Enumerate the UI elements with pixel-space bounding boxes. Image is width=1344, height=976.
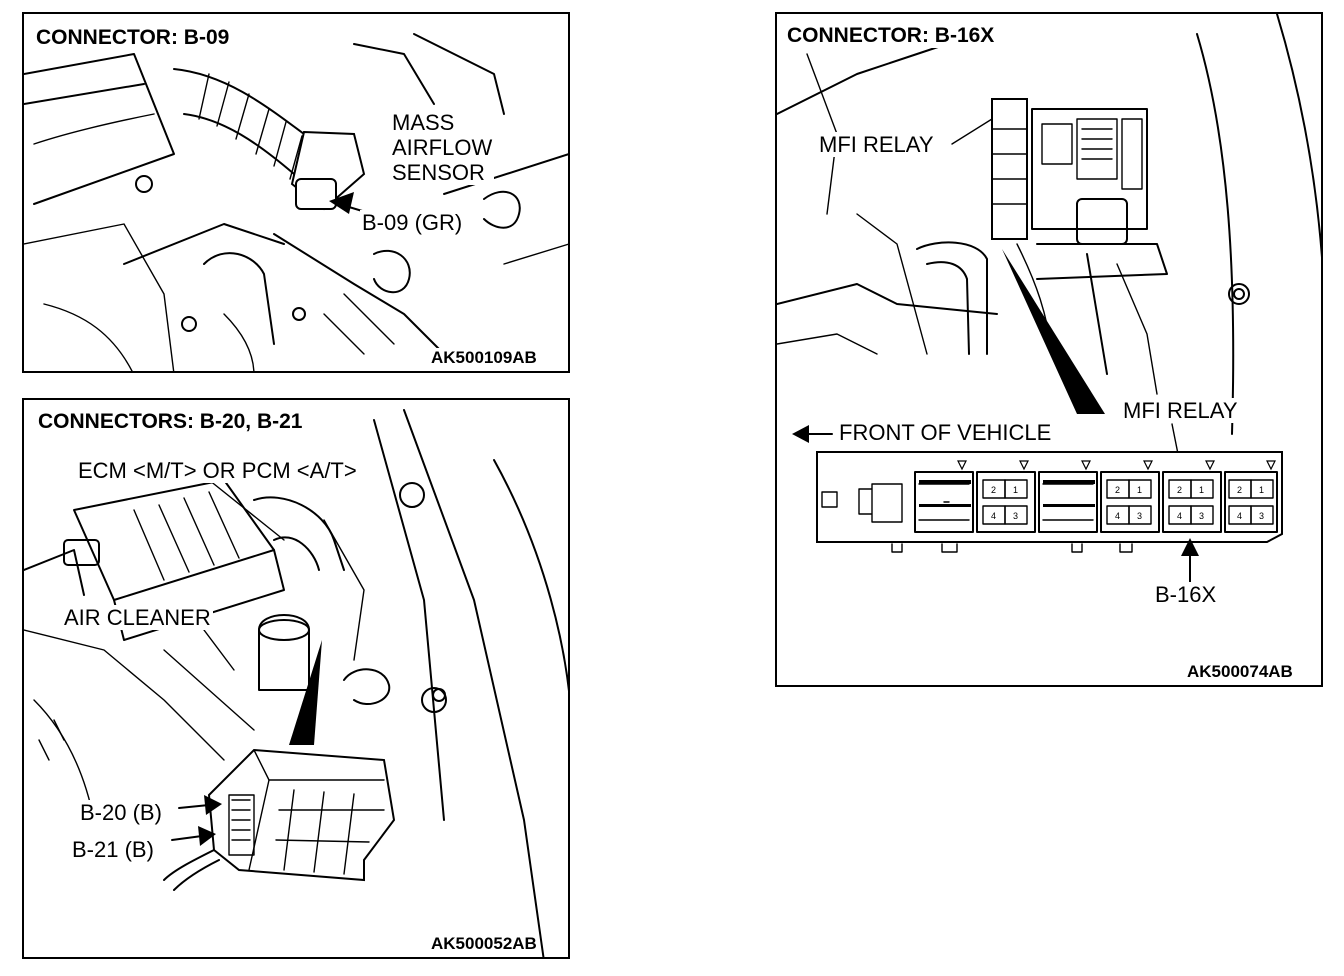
relay-socket-b16x [1162,460,1222,533]
relay-pin-number: 3 [1259,511,1264,521]
relay-box-illustration-b16x: 2 1 4 3 2 1 4 3 2 1 4 3 2 1 4 3 [777,14,1321,585]
relay-socket-4 [1100,460,1160,533]
figure-code: AK500109AB [429,348,539,368]
relay-pin-number: 2 [1115,485,1120,495]
relay-pin-number: 4 [1177,511,1182,521]
engine-bay-illustration-b09 [24,33,568,371]
connector-b21-label: B-21 (B) [70,837,156,862]
relay-socket-2 [976,460,1036,533]
mass-airflow-sensor-label: MASS AIRFLOW SENSOR [390,110,495,185]
panel-title: CONNECTORS: B-20, B-21 [36,410,305,434]
air-cleaner-label: AIR CLEANER [62,605,213,630]
panel-connector-b16x: 2 1 4 3 2 1 4 3 2 1 4 3 2 1 4 3 CONNECTOR: B-16X MFI RE… [775,12,1323,687]
panel-connectors-b20-b21: CONNECTORS: B-20, B-21 ECM <M/T> OR PCM … [22,398,570,959]
figure-code: AK500074AB [1185,662,1295,682]
relay-pin-number: 4 [1115,511,1120,521]
relay-pin-number: 3 [1199,511,1204,521]
relay-socket-3 [1038,460,1098,533]
mfi-relay-label-detail: MFI RELAY [1121,398,1240,423]
relay-socket-6 [1224,460,1278,533]
connector-b09-label: B-09 (GR) [360,210,465,235]
relay-pin-number: 2 [991,485,996,495]
front-of-vehicle-label: FRONT OF VEHICLE [837,420,1054,445]
relay-socket-1 [914,460,974,533]
relay-pin-number: 2 [1177,485,1182,495]
relay-pin-number: 3 [1013,511,1018,521]
figure-code: AK500052AB [429,934,539,954]
relay-pin-number: 3 [1137,511,1142,521]
relay-pin-number: 2 [1237,485,1242,495]
relay-pin-number: 1 [1013,485,1018,495]
mfi-relay-label-top: MFI RELAY [817,132,936,157]
relay-pin-number: 4 [991,511,996,521]
relay-pin-number: 1 [1199,485,1204,495]
panel-title: CONNECTOR: B-09 [34,26,232,50]
panel-title: CONNECTOR: B-16X [785,24,997,48]
engine-bay-illustration-b20-b21 [24,409,568,957]
relay-pin-number: 1 [1137,485,1142,495]
relay-pin-number: 1 [1259,485,1264,495]
connector-b16x-label: B-16X [1153,582,1219,607]
connector-b20-label: B-20 (B) [78,800,164,825]
panel-connector-b09: CONNECTOR: B-09 MASS AIRFLOW SENSOR B-09… [22,12,570,373]
relay-pin-number: 4 [1237,511,1242,521]
ecm-pcm-label: ECM <M/T> OR PCM <A/T> [76,458,359,483]
